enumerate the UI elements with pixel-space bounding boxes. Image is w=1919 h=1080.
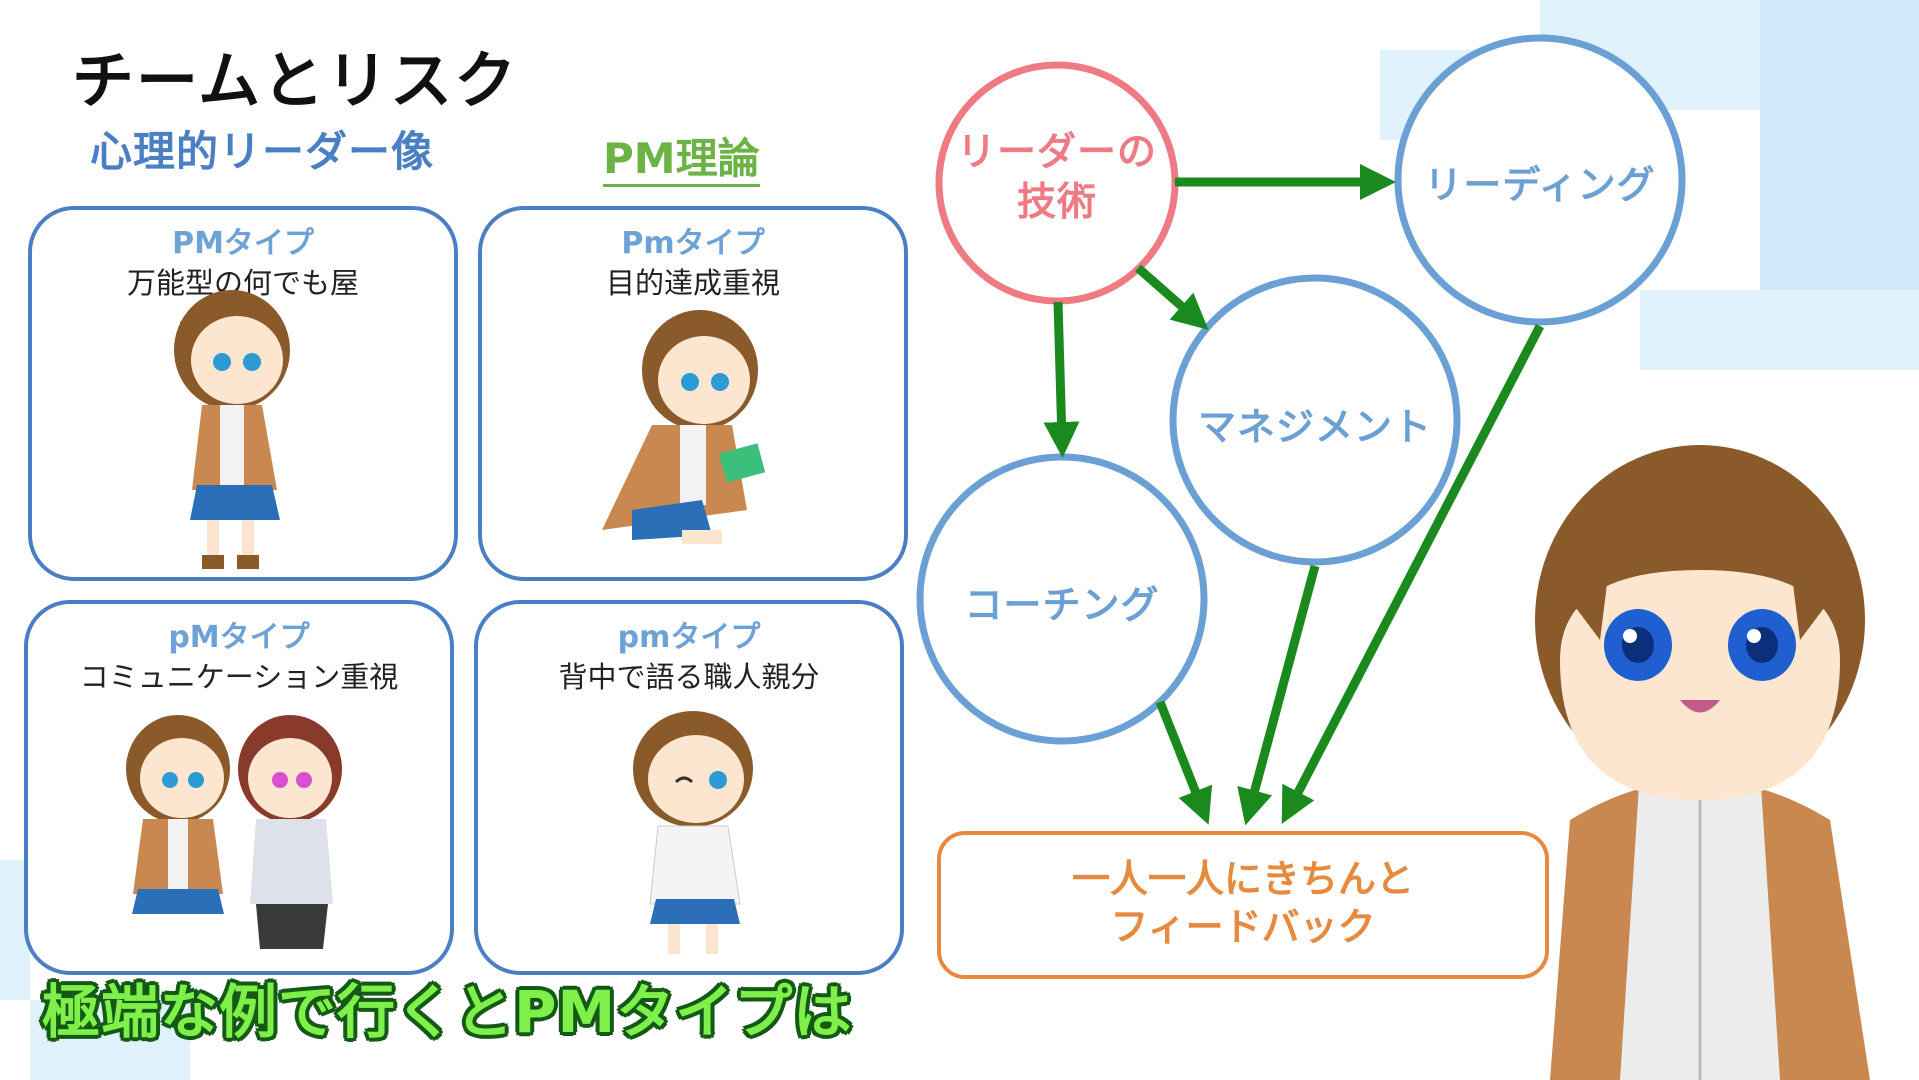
- presenter-avatar: [1535, 445, 1870, 1080]
- character-illustration: [174, 290, 290, 569]
- arrow-to-coaching: [1043, 301, 1080, 458]
- card-type-label: PMタイプ: [172, 226, 314, 261]
- arrow-leading-to-result: [1281, 323, 1544, 824]
- node-management-circle: [1169, 274, 1461, 566]
- node-leader-skill-line2: 技術: [1016, 180, 1097, 225]
- character-illustration: [602, 310, 766, 544]
- card-description: 目的達成重視: [605, 266, 780, 300]
- decor-square: [1760, 0, 1919, 330]
- card-pm-type: PMタイプ 万能型の何でも屋: [28, 206, 458, 581]
- subtitle-caption: 極端な例で行くとPMタイプは: [42, 978, 853, 1046]
- node-leader-skill-line1: リーダーの: [956, 130, 1157, 175]
- result-line2: フィードバック: [1110, 905, 1376, 949]
- card-Pm-type: Pmタイプ 目的達成重視: [478, 206, 908, 581]
- decor-square: [1640, 290, 1919, 370]
- card-pM-type: pMタイプ コミュニケーション重視: [24, 600, 454, 975]
- result-feedback-box: 一人一人にきちんと フィードバック: [937, 831, 1549, 979]
- decor-square: [30, 1000, 190, 1080]
- card-type-label: pMタイプ: [168, 620, 310, 655]
- node-leading-circle: [1394, 34, 1686, 326]
- card-description: コミュニケーション重視: [79, 660, 399, 694]
- card-type-label: Pmタイプ: [621, 226, 765, 261]
- arrow-coaching-to-result: [1155, 700, 1213, 825]
- card-description: 背中で語る職人親分: [558, 660, 820, 694]
- arrow-management-to-result: [1237, 564, 1320, 826]
- node-management: マネジメント: [1197, 405, 1432, 449]
- result-line1: 一人一人にきちんと: [1071, 857, 1414, 901]
- character-illustration: [126, 715, 342, 949]
- pm-theory-label: PM理論: [603, 134, 760, 187]
- character-illustration: [633, 711, 753, 954]
- page-title: チームとリスク: [72, 44, 519, 117]
- arrow-to-management: [1135, 264, 1209, 330]
- node-leading: リーディング: [1424, 163, 1656, 207]
- node-coaching: コーチング: [964, 583, 1160, 627]
- node-leader-skill: リーダーの 技術: [940, 128, 1174, 228]
- card-pm-type-lower: pmタイプ 背中で語る職人親分: [474, 600, 904, 975]
- card-type-label: pmタイプ: [617, 620, 761, 655]
- section-subtitle: 心理的リーダー像: [90, 127, 435, 176]
